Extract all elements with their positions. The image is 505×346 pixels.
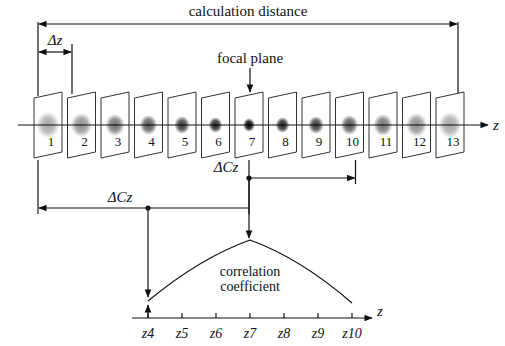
plane-outline	[135, 92, 163, 158]
plane-number: 8	[282, 135, 289, 149]
axis-tick	[351, 313, 352, 318]
window-label: ΔCz	[214, 159, 239, 176]
plane-number: 10	[346, 135, 359, 149]
plane-number: 1	[48, 135, 55, 149]
plane-outline	[235, 92, 263, 158]
window-label: ΔCz	[108, 189, 133, 206]
step-arrow	[39, 51, 71, 52]
tick-label: z6	[210, 326, 222, 341]
correlation-curve	[148, 240, 352, 303]
image-plane	[202, 92, 230, 158]
image-plane	[269, 92, 297, 158]
focal-spot	[308, 116, 324, 134]
plane-number: 13	[447, 135, 460, 149]
image-plane	[34, 92, 62, 158]
tick-label: z4	[142, 326, 154, 341]
plane-outline	[369, 92, 397, 158]
step-label: Δz	[48, 32, 63, 49]
focal-spot	[105, 114, 124, 136]
axis-tick	[181, 313, 182, 318]
focal-spot	[174, 116, 190, 134]
focal-spot	[140, 115, 157, 135]
plane-number: 3	[115, 135, 122, 149]
extent-tick	[457, 22, 458, 96]
tick-label: z8	[278, 326, 290, 341]
image-plane	[336, 92, 364, 158]
image-plane	[235, 92, 263, 158]
plane-number: 2	[81, 135, 88, 149]
span-label: calculation distance	[187, 3, 310, 20]
image-plane	[369, 92, 397, 158]
plane-number: 6	[215, 135, 222, 149]
image-plane	[168, 92, 196, 158]
image-plane	[436, 92, 464, 158]
span-arrow	[39, 23, 457, 24]
plane-number: 5	[182, 135, 189, 149]
axis-tick	[317, 313, 318, 318]
focal-spot	[373, 114, 392, 136]
tick-label: z5	[176, 326, 188, 341]
plane-number: 9	[316, 135, 323, 149]
plane-outline	[436, 92, 464, 158]
image-plane	[135, 92, 163, 158]
bracket-tick	[355, 160, 356, 184]
drop-arrow	[147, 210, 148, 297]
plane-number: 11	[380, 135, 393, 149]
extent-tick	[37, 22, 38, 96]
window-center	[145, 205, 150, 210]
bracket-tick	[37, 160, 38, 214]
plane-outline	[403, 92, 431, 158]
axis-tick	[249, 313, 250, 318]
pointer-arrow	[249, 68, 250, 92]
plane-outline	[202, 92, 230, 158]
focal-spot	[276, 117, 290, 133]
plane-outline	[68, 92, 96, 158]
chart-axis	[132, 317, 372, 318]
window-arrow	[249, 177, 355, 178]
focal-spot	[209, 117, 223, 133]
plane-number: 12	[413, 135, 426, 149]
plane-number: 7	[249, 135, 256, 149]
tick-label: z7	[244, 326, 256, 341]
image-planes	[34, 92, 464, 158]
extent-tick	[71, 44, 72, 94]
plane-outline	[302, 92, 330, 158]
plane-number: 4	[148, 135, 155, 149]
image-plane	[302, 92, 330, 158]
axis-tick	[215, 313, 216, 318]
tick-label: z9	[312, 326, 324, 341]
focal-spot	[341, 115, 358, 135]
plane-outline	[34, 92, 62, 158]
axis-tick	[283, 313, 284, 318]
axis-label: z	[493, 117, 499, 134]
axis-label: z	[377, 303, 383, 320]
image-plane	[101, 92, 129, 158]
focal-spot	[71, 113, 92, 137]
plane-outline	[336, 92, 364, 158]
chart-title: correlation coefficient	[208, 264, 292, 295]
image-plane	[403, 92, 431, 158]
drop-arrow	[248, 180, 249, 238]
focal-spot	[406, 113, 427, 137]
axis-pointer	[147, 305, 148, 318]
focal-spot	[243, 118, 255, 132]
plane-outline	[168, 92, 196, 158]
window-center	[246, 175, 251, 180]
window-arrow	[39, 207, 249, 208]
image-plane	[68, 92, 96, 158]
plane-outline	[101, 92, 129, 158]
plane-outline	[269, 92, 297, 158]
pointer-label: focal plane	[215, 50, 285, 67]
tick-label: z10	[342, 326, 361, 341]
